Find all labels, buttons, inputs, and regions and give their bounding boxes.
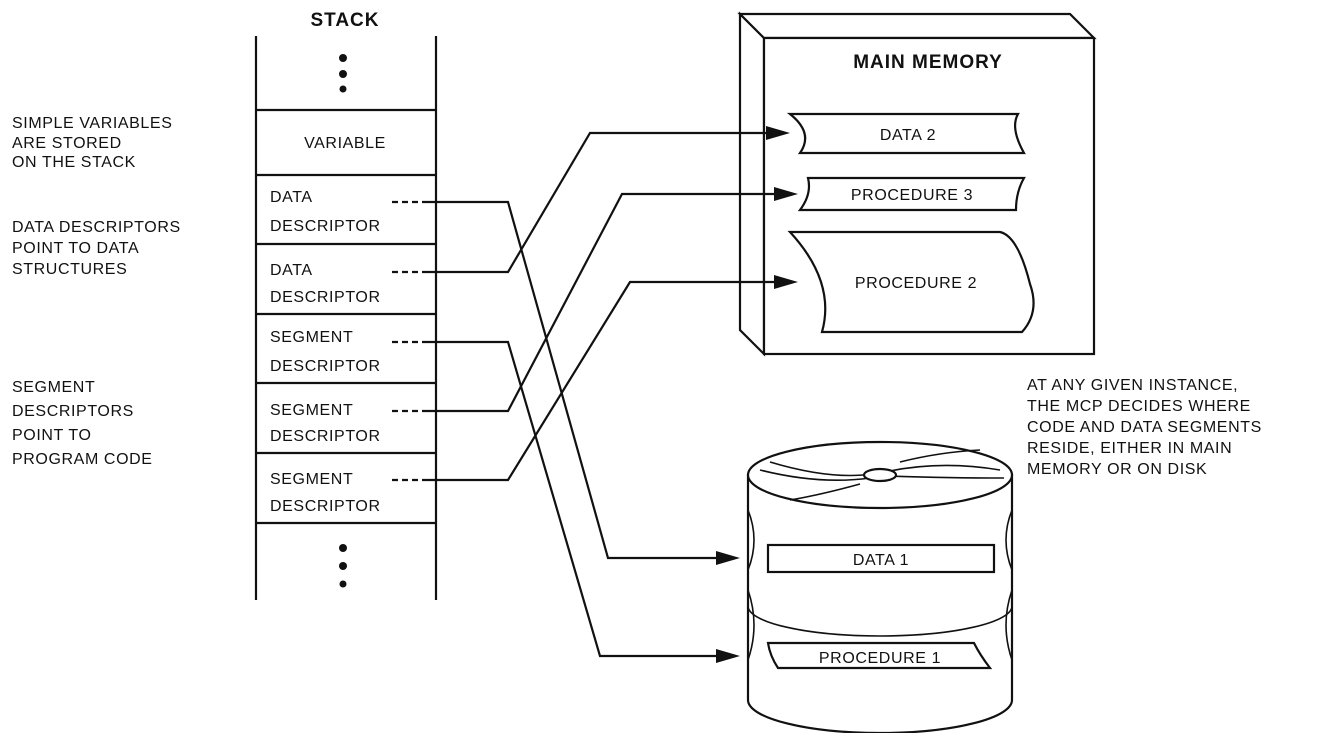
note-line: ARE STORED [12,135,122,152]
note-line: SIMPLE VARIABLES [12,115,172,132]
main-memory-data-2: DATA 2 [786,112,1026,155]
note-line: SEGMENT [12,379,95,396]
disk-data-1: DATA 1 [766,543,996,574]
stack-title: STACK [310,10,379,31]
note-data-descriptors: DATA DESCRIPTORS POINT TO DATA STRUCTURE… [12,219,181,278]
procedure-2-label: PROCEDURE 2 [855,275,977,292]
note-line: RESIDE, EITHER IN MAIN [1027,440,1232,457]
note-line: CODE AND DATA SEGMENTS [1027,419,1262,436]
stack-cell-label: DESCRIPTOR [270,498,381,515]
data-2-label: DATA 2 [880,127,936,144]
data-1-shape [766,543,996,574]
main-memory-procedure-2: PROCEDURE 2 [787,230,1035,334]
stack-cell-segment-descriptor-1: SEGMENT DESCRIPTOR [270,329,381,375]
disk-top-grooves [759,449,1005,501]
note-line: STRUCTURES [12,261,127,278]
note-segment-descriptors: SEGMENT DESCRIPTORS POINT TO PROGRAM COD… [12,379,153,468]
note-simple-variables: SIMPLE VARIABLES ARE STORED ON THE STACK [12,115,172,171]
stack-cell-label: SEGMENT [270,402,353,419]
arrow-data-descriptor-1-to-data-1 [392,200,740,565]
disk-side-bands [747,509,1013,661]
stack-cell-label: DESCRIPTOR [270,289,381,306]
stack-cell-label: DATA [270,262,313,279]
data-1-label: DATA 1 [853,552,909,569]
stack-cell-label: DESCRIPTOR [270,428,381,445]
stack-cell-segment-descriptor-2: SEGMENT DESCRIPTOR [270,402,381,445]
procedure-2-shape [787,230,1035,334]
stack-cell-label: SEGMENT [270,471,353,488]
disk-body [746,473,1014,733]
stack-cell-segment-descriptor-3: SEGMENT DESCRIPTOR [270,471,381,515]
stack-top-ellipsis [339,54,347,93]
stack-cell-data-descriptor-1: DATA DESCRIPTOR [270,189,381,235]
stack-bottom-ellipsis [339,544,347,588]
note-line: POINT TO DATA [12,240,139,257]
stack-cell-label: DESCRIPTOR [270,218,381,235]
arrow-segment-descriptor-1-to-procedure-1 [392,340,740,663]
disk-hub [862,467,898,483]
stack-cell-label: DATA [270,189,313,206]
note-line: MEMORY OR ON DISK [1027,461,1207,478]
note-line: ON THE STACK [12,154,136,171]
pointer-arrows [392,126,798,663]
main-memory-procedure-3: PROCEDURE 3 [797,176,1026,212]
main-memory-title: MAIN MEMORY [853,52,1003,73]
note-line: PROGRAM CODE [12,451,153,468]
stack-cell-variable: VARIABLE [304,135,386,152]
arrow-segment-descriptor-3-to-procedure-2 [392,275,798,482]
disk: DATA 1 PROCEDURE 1 [746,440,1014,733]
note-line: DESCRIPTORS [12,403,134,420]
arrow-segment-descriptor-2-to-procedure-3 [392,187,798,413]
stack-cell-label: DESCRIPTOR [270,358,381,375]
stack-cell-data-descriptor-2: DATA DESCRIPTOR [270,262,381,306]
procedure-1-shape [766,641,993,670]
procedure-3-shape [797,176,1026,212]
note-line: POINT TO [12,427,92,444]
stack-cell-label: SEGMENT [270,329,353,346]
main-memory: MAIN MEMORY DATA 2 PROCEDURE 3 PROCEDURE… [737,11,1097,357]
procedure-3-label: PROCEDURE 3 [851,187,973,204]
stack-cell-label: VARIABLE [304,135,386,152]
stack-cell-dividers [256,108,436,525]
arrow-data-descriptor-2-to-data-2 [392,126,790,274]
stack: STACK VARIABLE DATA DESCRIPTOR DA [254,10,438,600]
procedure-1-label: PROCEDURE 1 [819,650,941,667]
main-memory-top-face [737,12,1097,40]
note-line: THE MCP DECIDES WHERE [1027,398,1251,415]
note-mcp-decides: AT ANY GIVEN INSTANCE, THE MCP DECIDES W… [1027,377,1262,478]
note-line: AT ANY GIVEN INSTANCE, [1027,377,1238,394]
data-2-shape [786,112,1026,155]
note-line: DATA DESCRIPTORS [12,219,181,236]
main-memory-side-face [738,11,766,357]
disk-procedure-1: PROCEDURE 1 [766,641,993,670]
